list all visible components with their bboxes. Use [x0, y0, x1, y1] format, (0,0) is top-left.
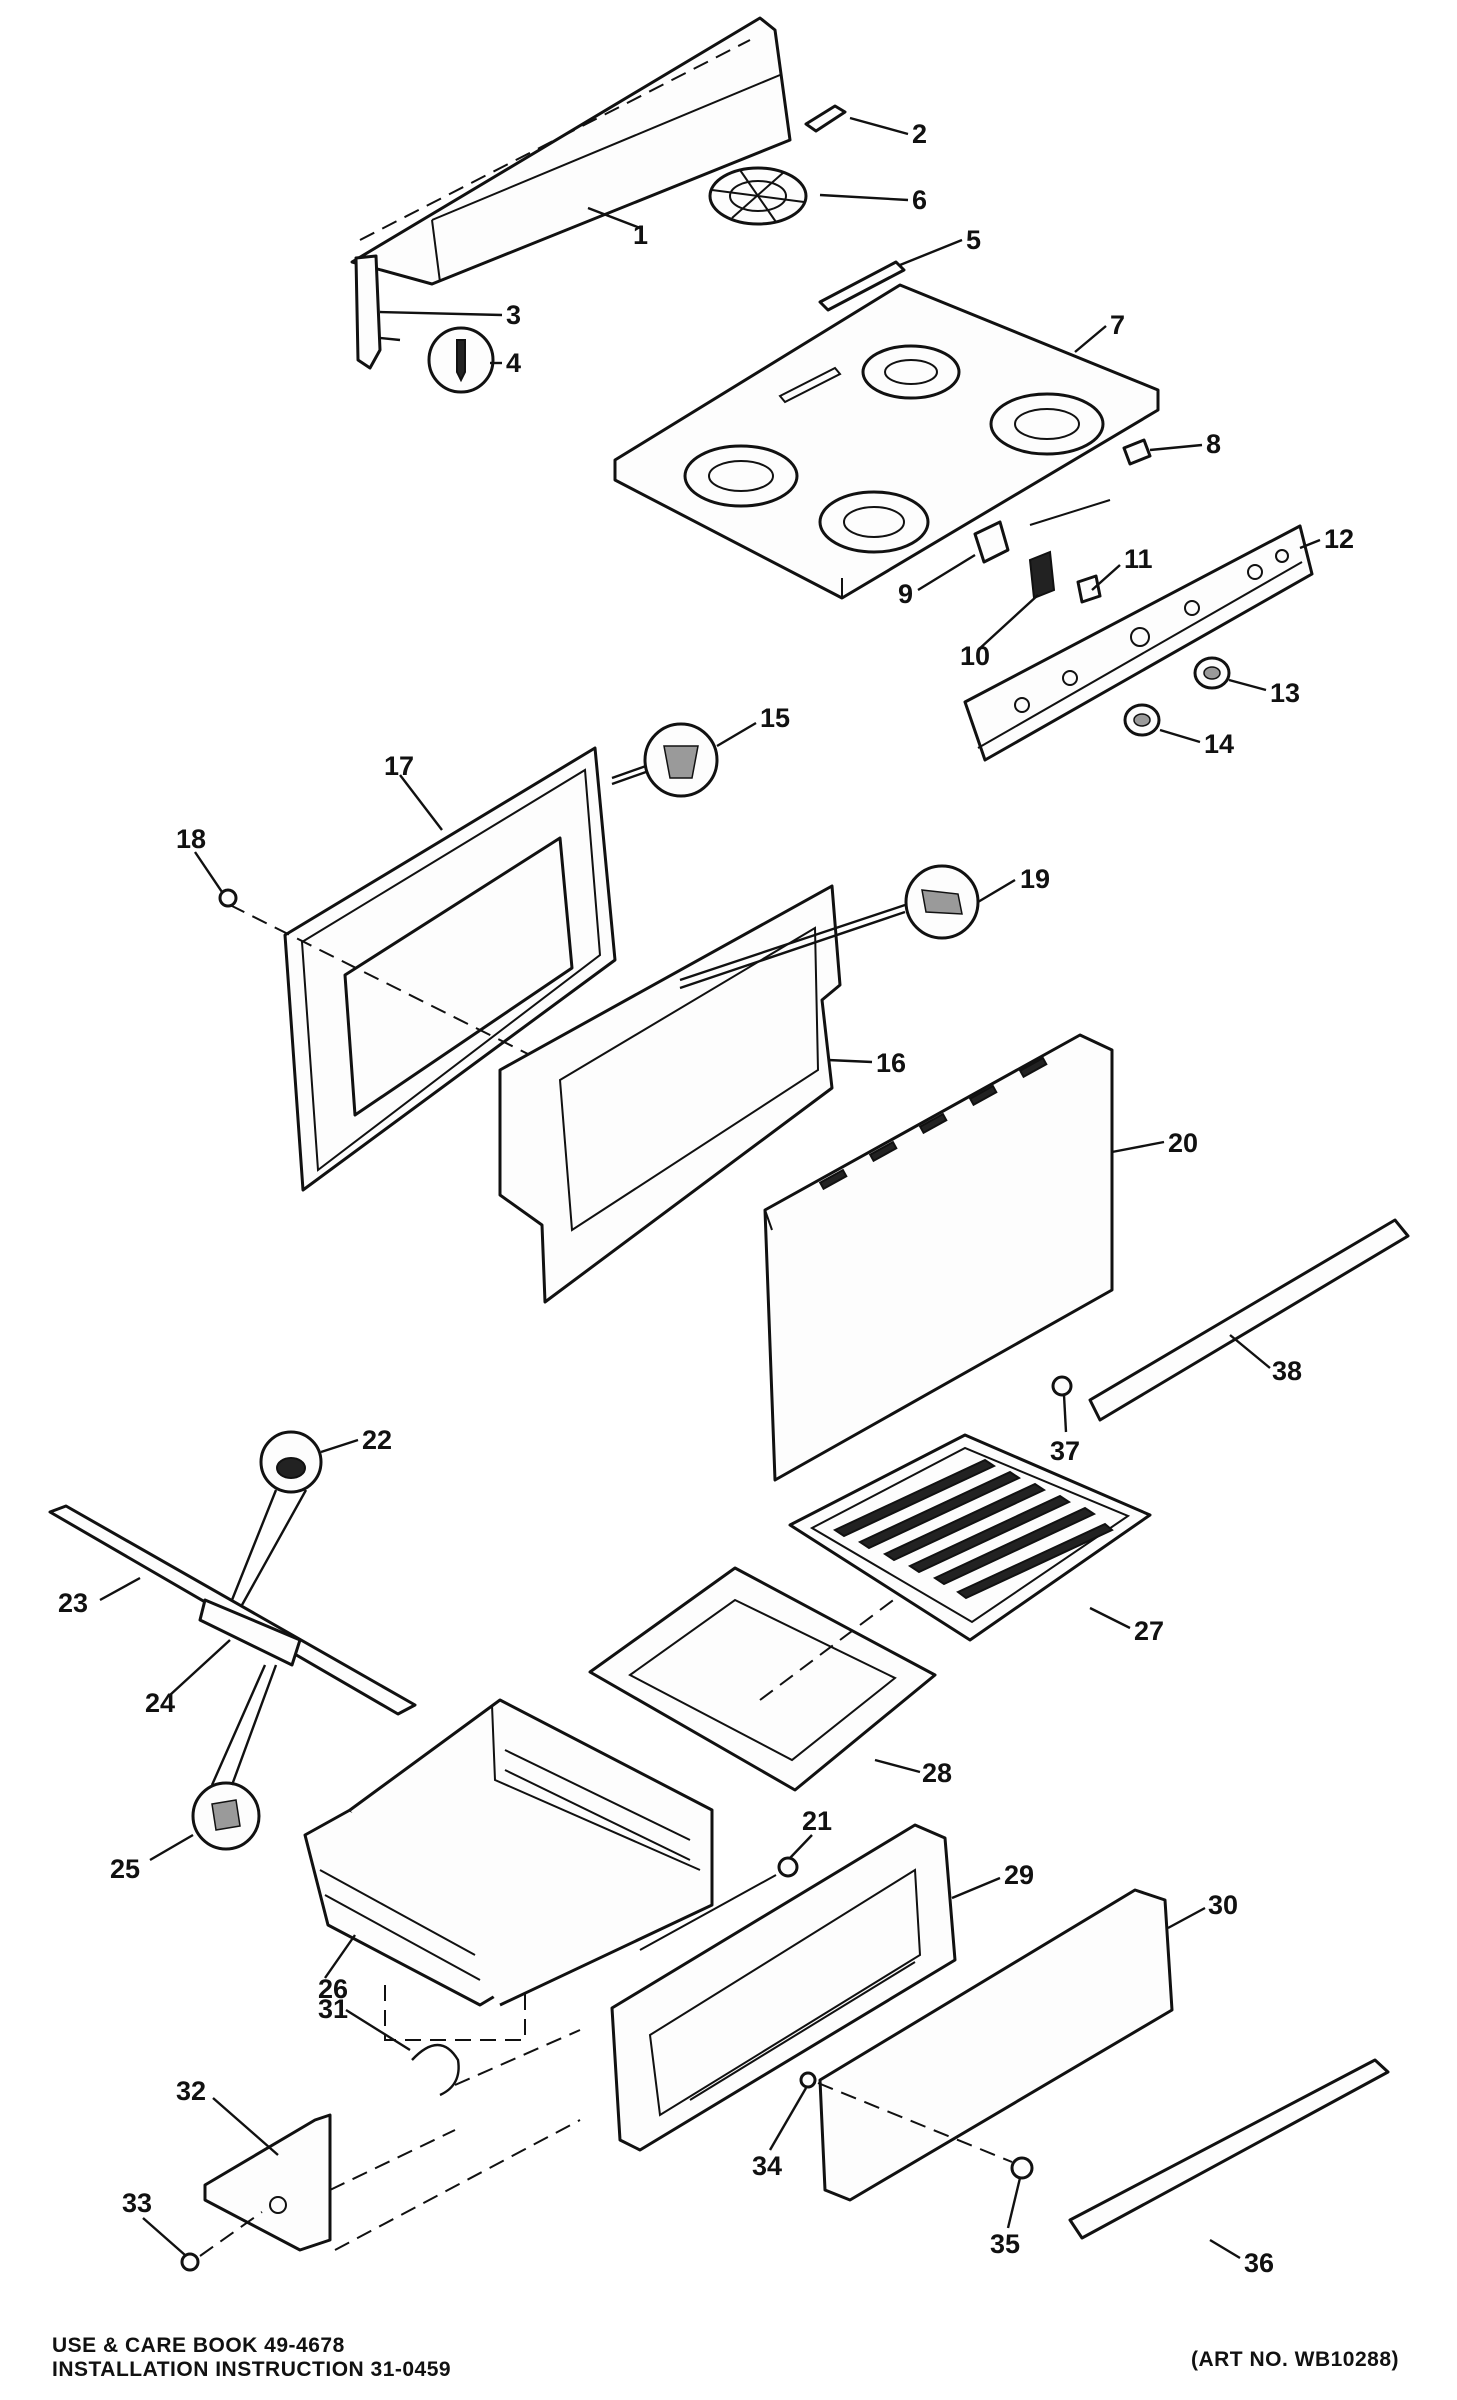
- part-label-5: 5: [966, 225, 981, 255]
- part-label-31: 31: [318, 1994, 348, 2024]
- part-label-37: 37: [1050, 1436, 1080, 1466]
- part-spring: [411, 2043, 460, 2097]
- part-label-19: 19: [1020, 864, 1050, 894]
- part-door-screw: [218, 888, 238, 908]
- part-label-17: 17: [384, 751, 414, 781]
- part-rail-bracket: [198, 1598, 302, 1667]
- art-number: (ART NO. WB10288): [1190, 2348, 1399, 2371]
- part-label-3: 3: [506, 300, 521, 330]
- part-label-22: 22: [362, 1425, 392, 1455]
- part-label-1: 1: [633, 220, 648, 250]
- part-clip-inset: [191, 1664, 278, 1851]
- part-label-35: 35: [990, 2229, 1020, 2259]
- part-drawer-bracket: [203, 1985, 581, 2252]
- part-label-23: 23: [58, 1588, 88, 1618]
- part-label-6: 6: [912, 185, 927, 215]
- part-drawer-front-frame: [610, 1823, 957, 2152]
- leader-lines: [99, 116, 1321, 2260]
- part-label-16: 16: [876, 1048, 906, 1078]
- part-broiler-pan: [588, 1566, 937, 1792]
- part-cooktop: [613, 283, 1160, 600]
- part-label-36: 36: [1244, 2248, 1274, 2278]
- part-label-10: 10: [960, 641, 990, 671]
- part-label-13: 13: [1270, 678, 1300, 708]
- part-switches: [973, 499, 1111, 604]
- use-care-book-reference: USE & CARE BOOK 49-4678: [52, 2334, 345, 2357]
- part-control-panel: [963, 524, 1314, 762]
- part-knobs: [1123, 656, 1231, 737]
- part-broiler-grid: [788, 1433, 1152, 1642]
- part-bolt-inset: [679, 864, 980, 990]
- part-label-15: 15: [760, 703, 790, 733]
- part-cooktop-clip: [1122, 438, 1152, 466]
- part-drawer-panel: [818, 1888, 1174, 2202]
- part-label-26: 26: [318, 1974, 348, 2004]
- part-label-21: 21: [802, 1806, 832, 1836]
- part-label-9: 9: [898, 579, 913, 609]
- part-front-handle: [1088, 1218, 1410, 1422]
- footer-references: USE & CARE BOOK 49-4678 INSTALLATION INS…: [52, 2334, 451, 2382]
- part-backsplash: [350, 16, 792, 286]
- part-bracket-nut: [180, 2211, 263, 2272]
- part-label-33: 33: [122, 2188, 152, 2218]
- part-label-12: 12: [1324, 524, 1354, 554]
- part-label-11: 11: [1124, 544, 1153, 574]
- part-end-cap: [354, 254, 382, 370]
- part-door-inner-panel: [498, 884, 842, 1304]
- part-drawer-screw: [639, 1856, 799, 1951]
- part-label-30: 30: [1208, 1890, 1238, 1920]
- part-label-8: 8: [1206, 429, 1221, 459]
- installation-instruction-reference: INSTALLATION INSTRUCTION 31-0459: [52, 2358, 452, 2381]
- part-label-28: 28: [922, 1758, 952, 1788]
- part-label-27: 27: [1134, 1616, 1164, 1646]
- part-label-4: 4: [506, 348, 521, 378]
- part-label-32: 32: [176, 2076, 206, 2106]
- part-front-panel: [763, 1033, 1114, 1482]
- part-drawer-panel-screws: [799, 2071, 1034, 2180]
- part-screw-inset: [427, 326, 495, 394]
- part-label-7: 7: [1110, 310, 1125, 340]
- part-label-38: 38: [1272, 1356, 1302, 1386]
- part-number-labels: 1 2 3 4 5 6 7 8 9 10 11 12 13 14 15 16 1…: [58, 119, 1354, 2278]
- part-drawer: [303, 1698, 714, 2007]
- part-label-29: 29: [1004, 1860, 1034, 1890]
- part-label-24: 24: [145, 1688, 175, 1718]
- part-door-frame: [229, 746, 617, 1192]
- part-label-18: 18: [176, 824, 206, 854]
- part-door-hinge-inset: [611, 722, 719, 798]
- part-panel-screw: [1051, 1375, 1073, 1397]
- part-label-25: 25: [110, 1854, 140, 1884]
- part-label-20: 20: [1168, 1128, 1198, 1158]
- part-label-2: 2: [912, 119, 927, 149]
- part-clip: [804, 104, 847, 133]
- part-burner-grate: [708, 166, 808, 226]
- part-label-34: 34: [752, 2151, 782, 2181]
- part-vent-trim: [818, 260, 906, 312]
- part-nut-inset: [228, 1430, 323, 1606]
- part-label-14: 14: [1204, 729, 1234, 759]
- part-drawer-handle: [1068, 2058, 1390, 2240]
